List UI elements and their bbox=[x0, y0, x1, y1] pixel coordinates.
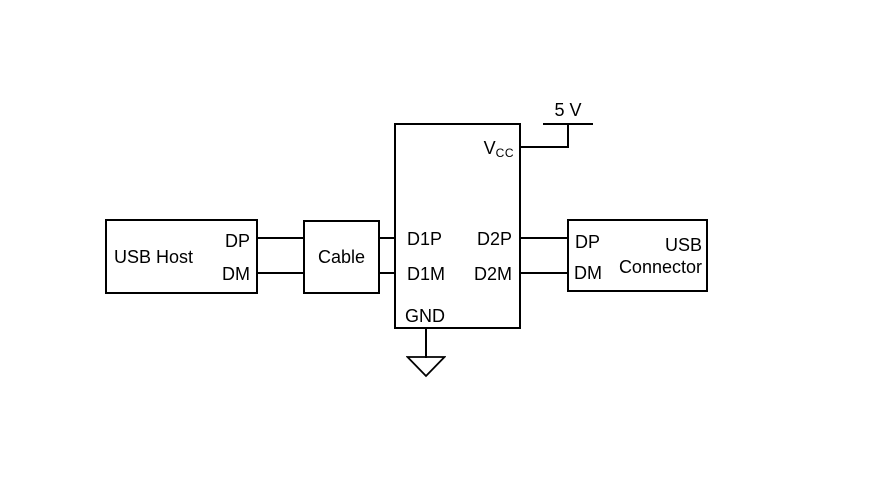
ic-pin-vcc-main: V bbox=[483, 138, 496, 158]
usb-connector-label-line2: Connector bbox=[618, 257, 702, 277]
ground-icon bbox=[406, 356, 446, 378]
usb-connector-pin-dm: DM bbox=[574, 263, 602, 283]
cable-label: Cable bbox=[317, 247, 366, 267]
wire-gnd-vertical bbox=[425, 327, 427, 358]
ic-pin-d1m: D1M bbox=[407, 264, 446, 284]
usb-connector-pin-dp: DP bbox=[575, 232, 601, 252]
ic-pin-vcc-sub: CC bbox=[495, 146, 514, 160]
wire-vcc-vertical bbox=[567, 124, 569, 148]
ic-pin-d2p: D2P bbox=[476, 229, 512, 249]
ic-pin-d1p: D1P bbox=[407, 229, 443, 249]
usb-host-label: USB Host bbox=[114, 246, 194, 267]
wire-dm-host-to-cable bbox=[256, 272, 304, 274]
wire-vcc-horizontal bbox=[519, 146, 569, 148]
usb-connector-label-line1: USB bbox=[664, 235, 702, 255]
wire-dp-host-to-cable bbox=[256, 237, 304, 239]
ic-block: VCC D1P D2P D1M D2M GND bbox=[394, 123, 521, 329]
wire-dp-cable-to-ic bbox=[378, 237, 396, 239]
wire-dm-ic-to-connector bbox=[519, 272, 569, 274]
usb-connector-block: DP DM USB Connector bbox=[567, 219, 708, 292]
cable-block: Cable bbox=[303, 220, 380, 294]
usb-host-pin-dm: DM bbox=[222, 264, 250, 284]
usb-connector-label: USB Connector bbox=[619, 234, 702, 278]
ic-pin-gnd: GND bbox=[405, 306, 445, 326]
wire-dm-cable-to-ic bbox=[378, 272, 396, 274]
ground-triangle-icon bbox=[406, 356, 446, 378]
ic-pin-d2m: D2M bbox=[473, 264, 512, 284]
wire-dp-ic-to-connector bbox=[519, 237, 569, 239]
ic-pin-vcc: VCC bbox=[484, 139, 514, 159]
usb-host-block: USB Host DP DM bbox=[105, 219, 258, 294]
usb-host-pin-dp: DP bbox=[224, 231, 250, 251]
supply-voltage-label: 5 V bbox=[554, 100, 582, 120]
